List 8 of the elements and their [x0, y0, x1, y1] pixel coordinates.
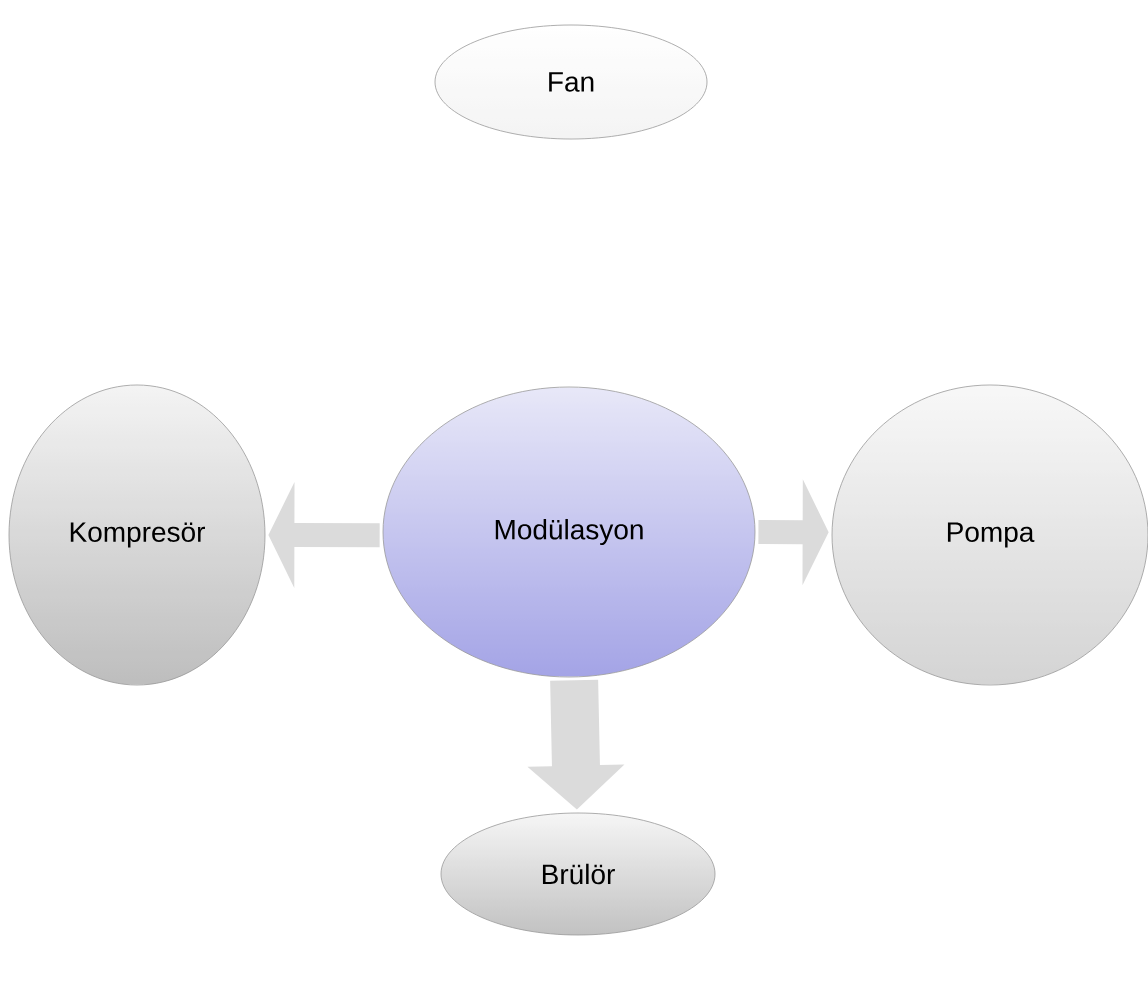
- block-arrow: [758, 479, 829, 586]
- circle-node: Kompresör: [8, 384, 266, 686]
- circle-node: Pompa: [831, 384, 1148, 686]
- ellipse-node: Fan: [434, 24, 708, 140]
- ellipse-node: Modülasyon: [382, 386, 756, 678]
- block-arrow: [268, 482, 380, 589]
- ellipse-node: Brülör: [440, 812, 716, 936]
- block-arrow: [527, 679, 625, 810]
